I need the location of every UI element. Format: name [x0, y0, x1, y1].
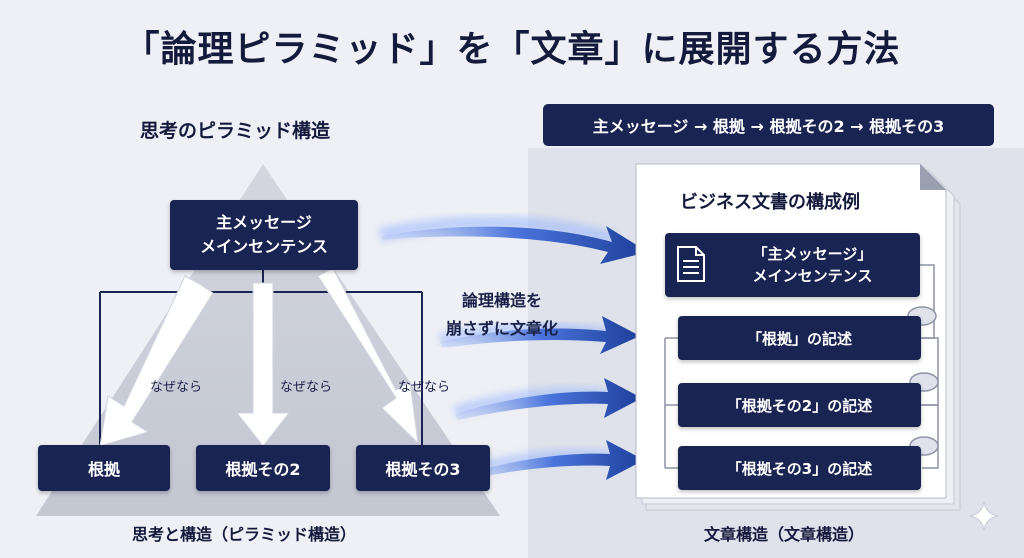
because-label-center: なぜなら — [280, 380, 333, 395]
document-icon — [677, 246, 705, 282]
middle-label: 論理構造を 崩さずに文章化 — [432, 287, 572, 343]
middle-label-line2: 崩さずに文章化 — [445, 319, 558, 338]
document-item-reason-2: 「根拠その2」の記述 — [678, 383, 921, 427]
because-label-right: なぜなら — [398, 380, 451, 395]
doc-main-line2: メインセンテンス — [752, 267, 873, 285]
page-fold-corner — [920, 164, 946, 190]
document-connectors — [664, 264, 939, 469]
because-arrow-center — [235, 282, 291, 447]
doc-main-line1: 「主メッセージ」 — [752, 245, 873, 263]
flow-summary-bar: 主メッセージ → 根拠 → 根拠その2 → 根拠その3 — [543, 104, 994, 146]
leaf-reason-3: 根拠その3 — [356, 445, 490, 491]
flow-arrow-2 — [440, 316, 640, 354]
left-caption: 思考と構造（ピラミッド構造） — [132, 525, 357, 544]
main-message-box: 主メッセージ メインセンテンス — [170, 200, 358, 270]
document-title: ビジネス文書の構成例 — [680, 192, 860, 213]
page-title: 「論理ピラミッド」を「文章」に展開する方法 — [123, 29, 901, 70]
flow-arrow-4 — [465, 440, 644, 480]
right-caption: 文章構造（文章構造） — [704, 525, 865, 544]
main-message-line2: メインセンテンス — [200, 237, 328, 256]
sparkle-icon — [969, 501, 999, 531]
leaf-reason-2: 根拠その2 — [196, 445, 330, 491]
leaf-reason-1: 根拠 — [38, 445, 170, 491]
document-item-reason-3: 「根拠その3」の記述 — [678, 446, 921, 490]
because-arrow-right — [317, 267, 419, 445]
because-arrows — [99, 267, 419, 447]
pyramid-heading: 思考のピラミッド構造 — [140, 120, 331, 142]
middle-label-line1: 論理構造を — [461, 291, 542, 310]
flow-arrow-1 — [382, 226, 648, 264]
document-item-reason-1: 「根拠」の記述 — [678, 316, 921, 360]
because-label-left: なぜなら — [150, 380, 203, 395]
main-message-line1: 主メッセージ — [216, 213, 312, 232]
document-main-message-box: 「主メッセージ」 メインセンテンス — [665, 233, 920, 297]
flow-arrow-glow-1 — [378, 215, 618, 247]
flow-arrow-3 — [455, 378, 642, 420]
